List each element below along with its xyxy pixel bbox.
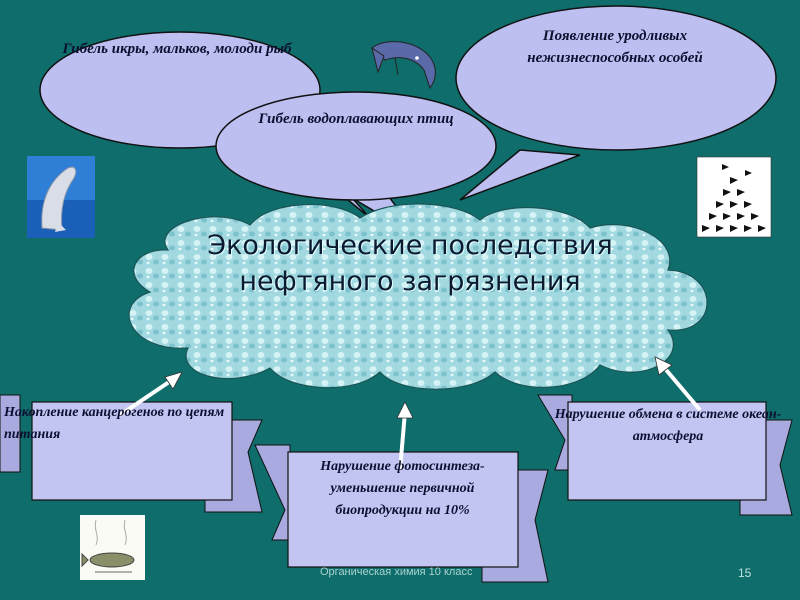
arrow-right [654, 356, 702, 412]
fish-pattern-image [696, 156, 772, 238]
speech-bubble-deformed [455, 5, 777, 201]
footer-text: Органическая химия 10 класс [320, 566, 473, 578]
jumping-fish-image [371, 41, 436, 90]
banner-carcinogens [0, 394, 263, 513]
banner-ocean-atmosphere [537, 394, 793, 516]
dead-fish-image [80, 515, 145, 580]
slide-number: 15 [738, 566, 752, 580]
arrow-middle [396, 401, 414, 471]
bubble-text-deformed: Появление уродливых нежизнеспособных осо… [527, 28, 703, 66]
slide-title: Экологические последствия нефтяного загр… [207, 230, 613, 297]
effect-text-photosynthesis: Нарушение фотосинтеза-уменьшение первичн… [320, 459, 485, 518]
banner-photosynthesis [254, 444, 549, 583]
effect-text-ocean-atmosphere: Нарушение обмена в системе океан-атмосфе… [554, 407, 782, 444]
effect-text-carcinogens: Накопление канцерогенов по цепям питания [4, 405, 225, 442]
bubble-text-birds: Гибель водоплавающих птиц [258, 111, 454, 127]
bubble-text-fish: Гибель икры, мальков, молоди рыб [62, 41, 292, 57]
dolphin-image [27, 156, 95, 238]
arrow-left [118, 371, 183, 417]
